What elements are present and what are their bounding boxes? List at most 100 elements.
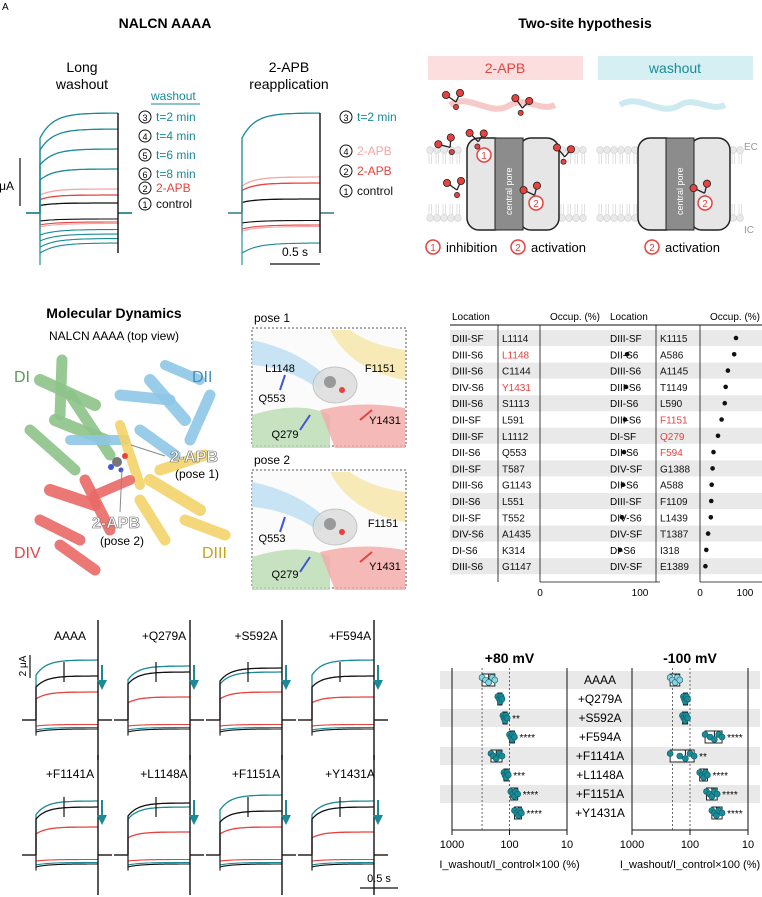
chart-title: -100 mV [663, 650, 717, 666]
trace-panel: +Y1431A [298, 755, 388, 895]
svg-text:DIV-S6: DIV-S6 [452, 383, 484, 394]
series-1 [680, 692, 691, 706]
trace-label: +F594A [329, 629, 371, 643]
svg-text:DIV-S6: DIV-S6 [452, 530, 484, 541]
pose1-label: (pose 1) [175, 467, 219, 481]
svg-text:DI-S6: DI-S6 [452, 546, 478, 557]
trace-panel: +F594A [298, 620, 388, 760]
trace-line [219, 720, 282, 736]
occupancy-dot [619, 515, 625, 520]
series-0 [666, 673, 684, 687]
series-4 [487, 749, 506, 763]
svg-text:A1145: A1145 [660, 367, 689, 378]
trace-line [35, 855, 98, 863]
occupancy-dot [710, 466, 715, 471]
trace-long-washout [26, 112, 132, 265]
svg-text:2: 2 [515, 243, 521, 254]
category-label: +S592A [578, 711, 621, 725]
trace-line [127, 855, 190, 868]
helix [54, 354, 68, 421]
svg-text:2-APB: 2-APB [357, 144, 392, 158]
trace-line [311, 720, 374, 733]
helix [179, 514, 231, 541]
domain-label-div: DIV [14, 545, 41, 562]
series-0 [478, 673, 499, 687]
helix [134, 494, 171, 546]
svg-text:T1149: T1149 [660, 383, 688, 394]
svg-text:3: 3 [343, 113, 348, 123]
trace-label: +S592A [234, 629, 277, 643]
occupancy-dot [733, 335, 739, 341]
trace-line [311, 855, 374, 863]
svg-text:2: 2 [343, 167, 348, 177]
svg-text:Q553: Q553 [502, 448, 527, 459]
md-title: Molecular Dynamics [46, 305, 182, 321]
svg-text:2: 2 [533, 199, 539, 210]
trace-line [127, 806, 190, 855]
data-point [498, 752, 506, 760]
trace-line [39, 213, 118, 229]
svg-text:DII-S6: DII-S6 [610, 448, 639, 459]
svg-text:t=8 min: t=8 min [156, 167, 196, 181]
trace-line [127, 665, 190, 720]
long-washout-line2: washout [55, 76, 108, 92]
category-label: +Q279A [578, 692, 622, 706]
trace-line [39, 194, 118, 213]
trace-line [39, 202, 118, 213]
svg-text:L590: L590 [660, 399, 683, 410]
svg-text:0: 0 [537, 588, 543, 599]
trace-line [311, 800, 374, 855]
trace-line [219, 671, 282, 720]
pose2-title: pose 2 [254, 453, 290, 467]
apb-molecule [465, 129, 488, 150]
significance-stars: **** [727, 809, 743, 820]
svg-text:4: 4 [343, 147, 348, 157]
apb-molecule [552, 143, 576, 165]
legend-item: 4 2-APB [339, 144, 392, 158]
trace-line [35, 855, 98, 868]
bottom-scale-x-label: 0.5 s [367, 873, 391, 885]
domain-label-di: DI [14, 369, 30, 386]
pose1-res-y1431: Y1431 [369, 415, 401, 427]
apb-pose1-label: 2-APB [170, 449, 218, 466]
x-axis-label: I_washout/I_control×100 (%) [620, 859, 760, 871]
x-tick-label: 100 [681, 839, 699, 851]
trace-line [219, 691, 282, 720]
svg-text:L591: L591 [502, 416, 525, 427]
helix [184, 389, 216, 446]
pose1-res-q553: Q553 [259, 393, 286, 405]
series-5: *** [500, 768, 525, 782]
trace-line [219, 667, 282, 720]
trace-line [311, 855, 374, 868]
data-point [491, 676, 499, 684]
pose1-res-l1148: L1148 [265, 363, 295, 375]
pose1-title: pose 1 [254, 311, 290, 325]
svg-text:DIII-S6: DIII-S6 [610, 367, 642, 378]
svg-text:K1115: K1115 [660, 334, 688, 345]
scale-y-label: 5 μA [0, 179, 14, 193]
trace-set-6 [206, 755, 296, 895]
data-point [485, 679, 493, 686]
membrane-schematic [426, 146, 744, 222]
trace-line [311, 806, 374, 855]
trace-set-2 [206, 620, 296, 760]
trace-panel: +L1148A [114, 755, 204, 895]
trace-set-7 [298, 755, 388, 895]
x-tick-label: 1000 [620, 839, 644, 851]
occupancy-dot [623, 384, 629, 390]
occupancy-dot [723, 384, 728, 390]
reapp-line1: 2-APB [269, 59, 309, 75]
trace-line [219, 855, 282, 871]
trace-line [241, 213, 320, 226]
data-point [676, 752, 684, 760]
svg-text:G1388: G1388 [660, 464, 690, 475]
